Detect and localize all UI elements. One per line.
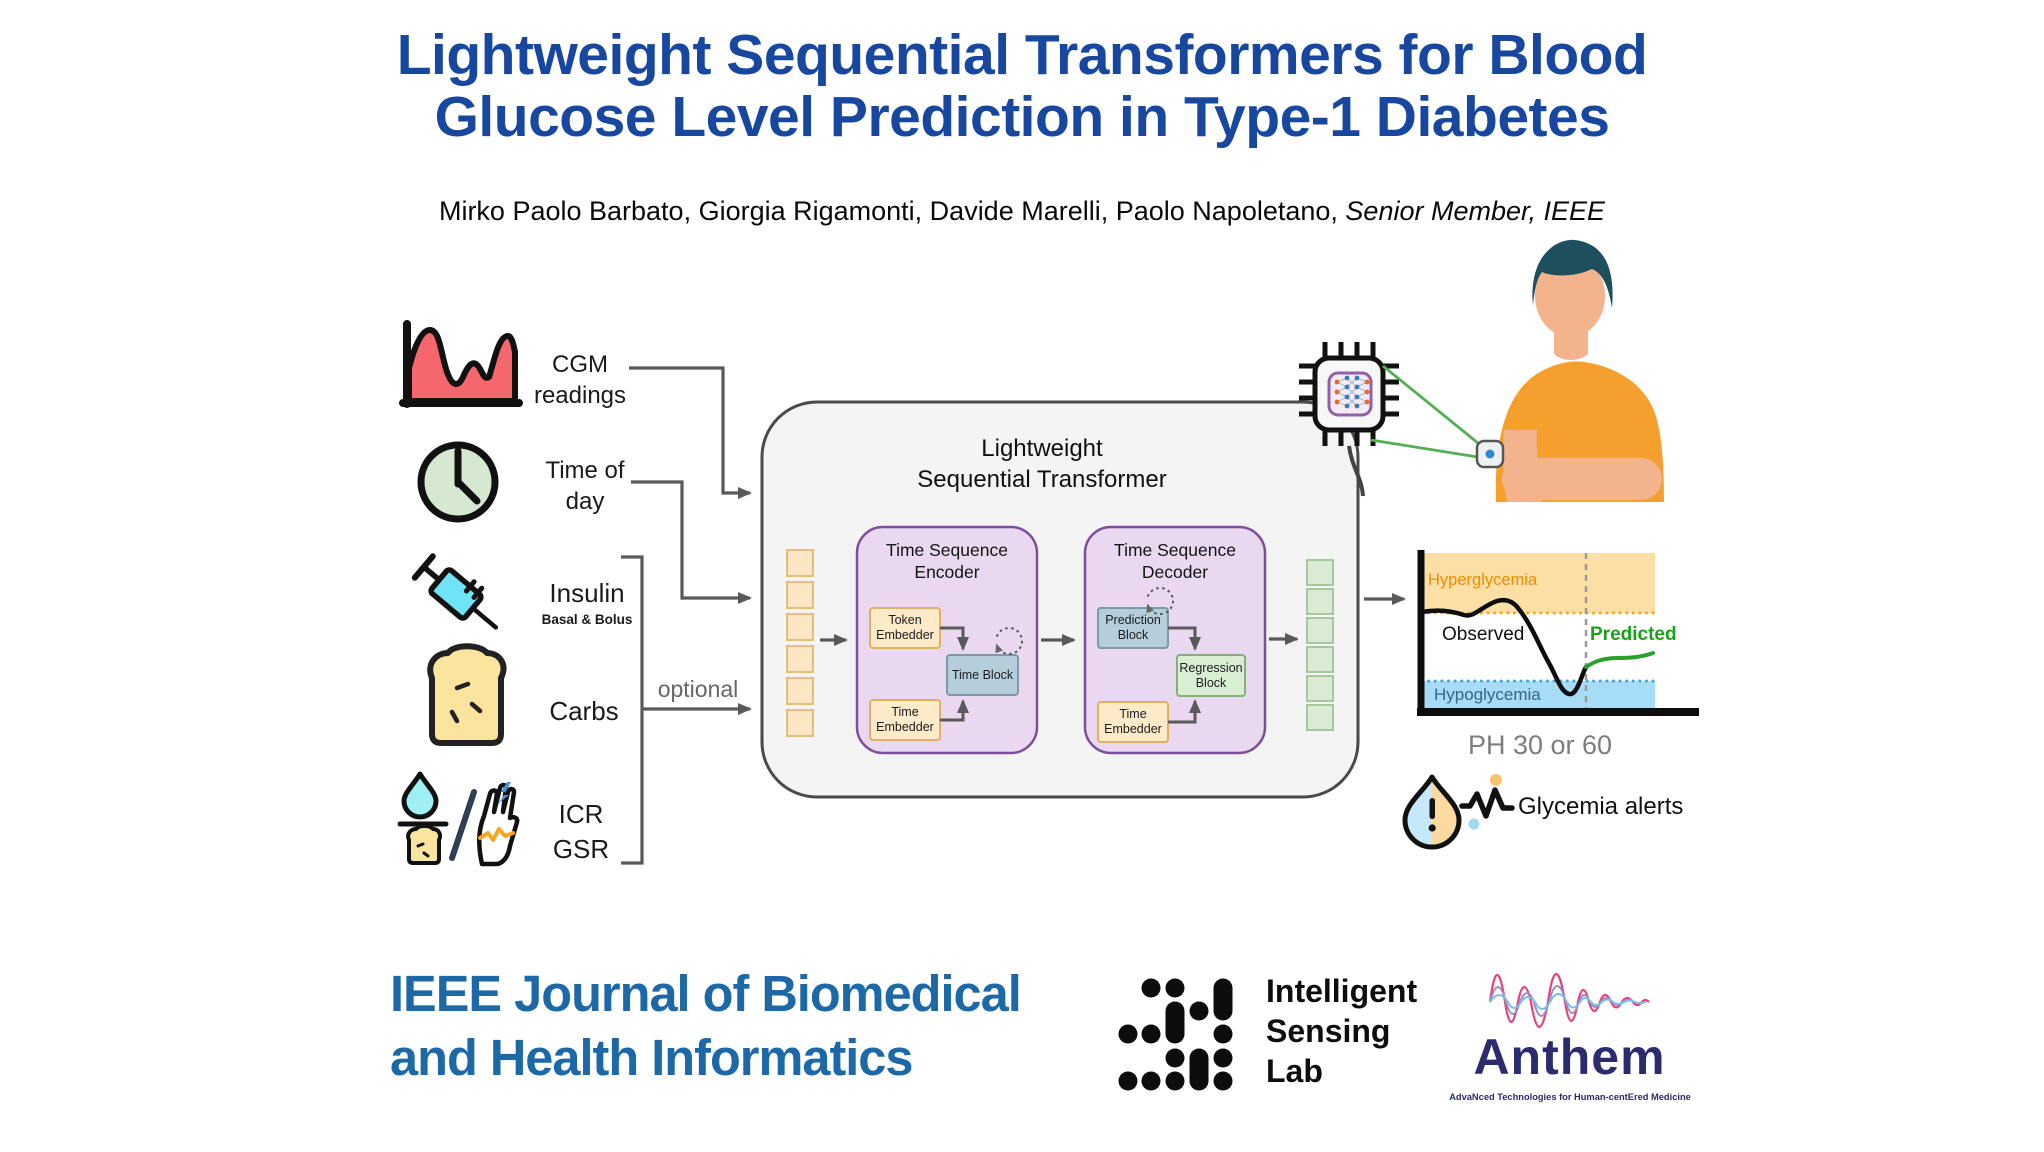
decoder-internal-arrows [1168,626,1201,724]
encoder-internal-arrows [940,626,969,722]
prediction-block-recurrence-loop [1146,587,1174,615]
journal-logo-text: IEEE Journal of Biomedical and Health In… [390,965,1022,1086]
insulin-label: Insulin [549,578,625,608]
optional-label: optional [657,676,739,702]
paper-title: Lightweight Sequential Transformers for … [0,24,2044,148]
paper-authors: Mirko Paolo Barbato, Giorgia Rigamonti, … [0,196,2044,227]
cgm-sensor-icon [1475,439,1505,469]
syringe-icon [411,553,499,630]
person-icon [1495,239,1664,502]
isl-dots-logo [1118,978,1233,1091]
input-token-column [786,549,814,737]
prediction-chart [1417,550,1699,716]
time-of-day-label: Time of day [545,457,625,516]
icr-ratio-icon [397,771,477,865]
token-embedder-label: Token Embedder [876,613,934,642]
paper-title-line2: Glucose Level Prediction in Type-1 Diabe… [434,85,1610,149]
chip-sensor-links [1370,364,1490,460]
gsr-hand-icon [477,782,520,867]
pulse-icon [1459,774,1515,830]
time-block-recurrence-loop [995,627,1023,655]
encoder-time-embedder-label: Time Embedder [876,705,934,734]
drop-alert-icon [1402,774,1462,850]
paper-title-line1: Lightweight Sequential Transformers for … [396,23,1648,87]
encoder-title: Time Sequence Encoder [886,540,1008,582]
regression-block-label: Regression Block [1179,660,1243,690]
anthem-logo-text: Anthem [1473,1029,1666,1085]
icr-gsr-label: ICR GSR [552,799,610,864]
cgm-label: CGM readings [533,351,627,410]
isl-logo-text: Intelligent Sensing Lab [1266,973,1418,1089]
insulin-sublabel: Basal & Bolus [541,612,633,627]
prediction-block-label: Prediction Block [1105,613,1161,642]
transformer-title: Lightweight Sequential Transformer [917,435,1167,494]
anthem-waves-logo [1488,972,1650,1028]
predicted-curve [1584,651,1655,669]
chip-icon [1299,342,1399,497]
time-block-label: Time Block [951,667,1014,682]
decoder-time-embedder-label: Time Embedder [1104,707,1162,736]
prediction-horizon-label: PH 30 or 60 [1467,730,1613,760]
regression-block-box [1176,654,1246,697]
observed-label: Observed [1442,624,1525,645]
predicted-label: Predicted [1590,624,1677,645]
hypoglycemia-label: Hypoglycemia [1434,685,1541,704]
carbs-label: Carbs [549,696,619,726]
output-token-column [1306,559,1334,731]
hyperglycemia-label: Hyperglycemia [1428,571,1538,589]
encoder-box [855,525,1039,755]
time-block-box [946,654,1019,696]
glycemia-alerts-label: Glycemia alerts [1518,793,1684,820]
bread-icon [427,643,507,746]
decoder-title: Time Sequence Decoder [1114,540,1236,582]
flow-arrows [621,366,1406,865]
clock-icon [417,441,499,523]
observed-curve [1419,597,1589,697]
authors-membership: Senior Member, IEEE [1345,196,1606,226]
authors-names: Mirko Paolo Barbato, Giorgia Rigamonti, … [438,196,1338,226]
anthem-tagline: AdvaNced Technologies for Human-centEred… [1449,1092,1691,1102]
cgm-chart-icon [399,320,523,408]
